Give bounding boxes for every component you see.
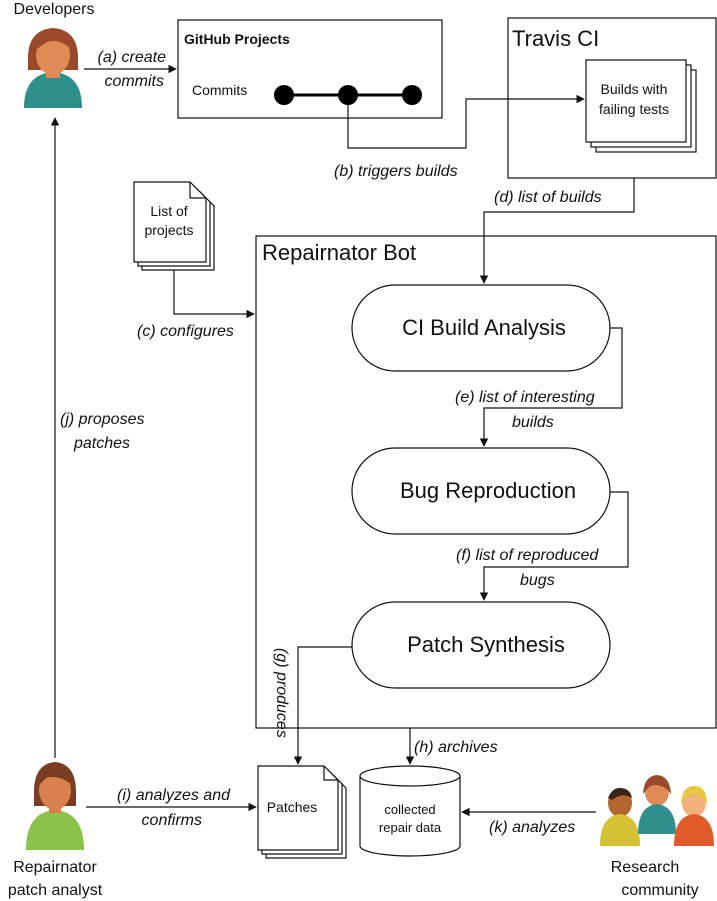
patches-label: Patches — [267, 799, 318, 815]
research-community-group-icon — [600, 775, 714, 846]
edge-f-label-line1: (f) list of reproduced — [456, 547, 599, 564]
projects-document-stack-icon — [133, 181, 215, 271]
edge-b-triggers-builds — [347, 94, 585, 149]
bug-reproduction-node — [351, 447, 611, 535]
edge-i-label-line1: (i) analyzes and — [117, 787, 231, 804]
builds-label-line2: failing tests — [599, 101, 669, 117]
edge-d-label: (d) list of builds — [494, 189, 602, 206]
edge-d-list-of-builds — [479, 178, 635, 284]
developers-person-icon — [24, 28, 82, 108]
research-community-label-line2: community — [621, 882, 698, 899]
edge-c-configures — [173, 270, 255, 319]
edge-g-produces — [293, 646, 352, 765]
commits-timeline — [274, 85, 422, 105]
edge-b-label: (b) triggers builds — [334, 163, 458, 180]
commit-node — [338, 85, 358, 105]
commit-node — [402, 85, 422, 105]
projects-label-line2: projects — [144, 222, 193, 238]
repairnator-bot-title: Repairnator Bot — [262, 240, 416, 265]
edge-g-label: (g) produces — [273, 648, 290, 738]
patch-synthesis-label: Patch Synthesis — [407, 632, 565, 657]
edge-k-label: (k) analyzes — [489, 819, 575, 836]
research-community-label-line1: Research — [611, 859, 679, 876]
edge-i-label-line2: confirms — [142, 812, 202, 829]
patch-analyst-label-line2: patch analyst — [8, 882, 103, 899]
repair-data-label-line1: collected — [384, 802, 435, 817]
edge-c-label: (c) configures — [137, 323, 234, 340]
edge-h-label: (h) archives — [414, 739, 498, 756]
github-projects-title: GitHub Projects — [184, 31, 290, 47]
builds-document-stack-icon — [585, 59, 697, 153]
patch-analyst-label-line1: Repairnator — [13, 859, 97, 876]
commits-label: Commits — [192, 82, 247, 98]
edge-e-label-line2: builds — [512, 414, 554, 431]
bug-reproduction-label: Bug Reproduction — [400, 478, 576, 503]
developers-label: Developers — [14, 1, 95, 18]
github-projects-box — [177, 19, 443, 119]
edge-j-label-line1: (j) proposes — [60, 411, 144, 428]
builds-label-line1: Builds with — [601, 81, 668, 97]
edge-e-interesting-builds — [479, 327, 623, 447]
patch-synthesis-node — [351, 601, 611, 689]
edge-j-label-line2: patches — [73, 435, 130, 452]
repair-data-label-line2: repair data — [379, 820, 442, 835]
edge-a-label-line1: (a) create — [98, 49, 167, 66]
ci-build-analysis-label: CI Build Analysis — [402, 315, 566, 340]
edge-f-reproduced-bugs — [479, 491, 629, 601]
patches-document-stack-icon — [257, 765, 347, 859]
travis-ci-title: Travis CI — [512, 26, 599, 51]
edge-f-label-line2: bugs — [520, 572, 555, 589]
edge-e-label-line1: (e) list of interesting — [455, 389, 595, 406]
commit-node — [274, 85, 294, 105]
repair-data-database-icon — [359, 765, 461, 857]
edge-a-label-line2: commits — [104, 73, 164, 90]
patch-analyst-person-icon — [26, 762, 84, 850]
projects-label-line1: List of — [150, 203, 187, 219]
